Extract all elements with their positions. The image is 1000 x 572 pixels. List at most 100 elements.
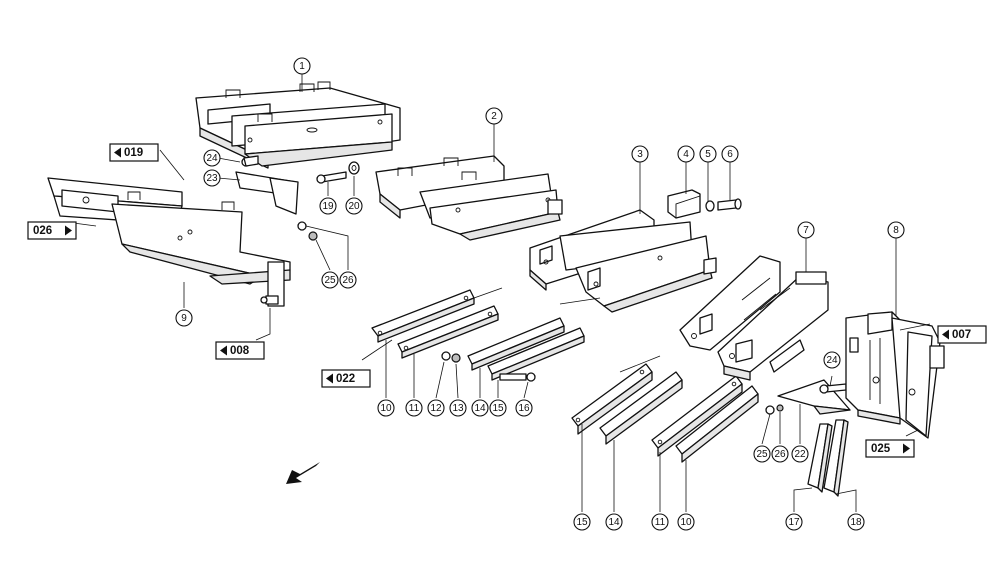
callout-label: 11 (655, 517, 666, 528)
part-10-11-strips-upper (371, 289, 499, 359)
reference-label: 022 (336, 373, 355, 385)
callout-circle (677, 145, 695, 163)
callout-label: 23 (206, 173, 218, 184)
part-7-frame-assembly (679, 255, 829, 381)
callout-25: 25 (321, 271, 339, 289)
front-direction-arrow-icon (286, 462, 320, 484)
reference-019[interactable]: 019 (109, 143, 159, 162)
arrow-left-icon (114, 147, 121, 158)
callout-24: 24 (823, 351, 841, 369)
callout-18: 18 (847, 513, 865, 531)
callout-label: 8 (893, 225, 899, 236)
callout-circle (377, 399, 395, 417)
callout-13: 13 (449, 399, 467, 417)
callout-circle (573, 513, 591, 531)
callout-label: 24 (206, 153, 218, 164)
callout-22: 22 (791, 445, 809, 463)
part-3-rail-assembly (529, 209, 717, 313)
callout-circle (471, 399, 489, 417)
leader-lines (65, 74, 931, 512)
callout-label: 15 (492, 403, 504, 414)
callout-15: 15 (573, 513, 591, 531)
reference-box (109, 143, 159, 162)
part-19-bolt (316, 161, 360, 184)
callout-3: 3 (631, 145, 649, 163)
callout-label: 19 (322, 201, 334, 212)
callout-circle (203, 149, 221, 167)
callout-14: 14 (471, 399, 489, 417)
reference-025[interactable]: 025 (865, 439, 915, 458)
callout-24: 24 (203, 149, 221, 167)
part-2-rail-assembly (375, 155, 563, 241)
callout-circle (427, 399, 445, 417)
callout-26: 26 (339, 271, 357, 289)
callout-circle (785, 513, 803, 531)
reference-022[interactable]: 022 (321, 369, 371, 388)
callout-label: 14 (608, 517, 620, 528)
callout-7: 7 (797, 221, 815, 239)
part-12-16-hardware (441, 317, 585, 382)
reference-box (215, 341, 265, 360)
callout-circle (847, 513, 865, 531)
callout-label: 6 (727, 149, 733, 160)
reference-label: 008 (230, 345, 250, 357)
reference-box (27, 221, 77, 240)
callout-23: 23 (203, 169, 221, 187)
callout-circle (887, 221, 905, 239)
callout-5: 5 (699, 145, 717, 163)
callout-circle (489, 399, 507, 417)
callout-9: 9 (175, 309, 193, 327)
callout-17: 17 (785, 513, 803, 531)
part-9-side-frame (47, 177, 291, 307)
callout-circle (797, 221, 815, 239)
part-1-rail-assembly (195, 81, 401, 169)
callout-label: 26 (774, 449, 786, 460)
callout-label: 14 (474, 403, 486, 414)
callout-circle (175, 309, 193, 327)
callout-1: 1 (293, 57, 311, 75)
callout-circle (677, 513, 695, 531)
callout-circle (699, 145, 717, 163)
part-4-clamp-block (667, 189, 742, 219)
callout-label: 25 (756, 449, 768, 460)
reference-box (321, 369, 371, 388)
callout-20: 20 (345, 197, 363, 215)
callout-label: 7 (803, 225, 809, 236)
callout-label: 25 (324, 275, 336, 286)
callout-label: 10 (380, 403, 392, 414)
callout-circle (721, 145, 739, 163)
callout-label: 26 (342, 275, 354, 286)
callout-label: 13 (452, 403, 464, 414)
callout-label: 11 (409, 403, 420, 414)
callout-label: 18 (850, 517, 862, 528)
callout-circle (823, 351, 841, 369)
callout-circle (485, 107, 503, 125)
callout-circle (771, 445, 789, 463)
callout-label: 22 (794, 449, 806, 460)
callout-label: 15 (576, 517, 588, 528)
callout-circle (449, 399, 467, 417)
reference-026[interactable]: 026 (27, 221, 77, 240)
callout-circle (515, 399, 533, 417)
part-22-bracket (765, 379, 851, 415)
callout-circle (791, 445, 809, 463)
callout-circle (345, 197, 363, 215)
callout-6: 6 (721, 145, 739, 163)
arrow-left-icon (220, 345, 227, 356)
callout-label: 20 (348, 201, 360, 212)
callout-circle (203, 169, 221, 187)
callout-label: 9 (181, 313, 187, 324)
callout-label: 1 (299, 61, 305, 72)
reference-008[interactable]: 008 (215, 341, 265, 360)
callout-10: 10 (377, 399, 395, 417)
callout-circle (405, 399, 423, 417)
callout-16: 16 (515, 399, 533, 417)
callout-label: 4 (683, 149, 689, 160)
reference-007[interactable]: 007 (937, 325, 987, 344)
reference-box (937, 325, 987, 344)
callout-circle (605, 513, 623, 531)
reference-label: 007 (952, 329, 971, 341)
arrow-left-icon (942, 329, 949, 340)
callout-label: 3 (637, 149, 643, 160)
